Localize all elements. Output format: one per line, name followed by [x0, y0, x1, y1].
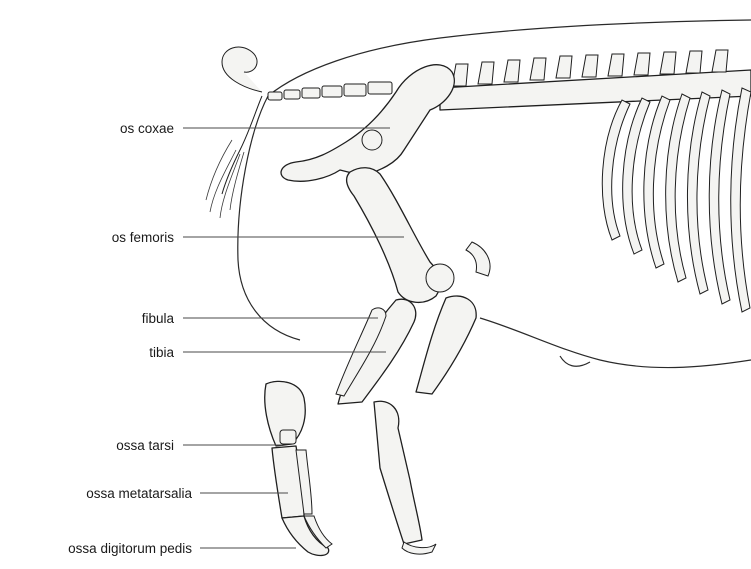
label-os-femoris: os femoris [112, 230, 175, 245]
ribs [602, 88, 751, 312]
os-coxae-bone [281, 65, 454, 182]
label-ossa-tarsi: ossa tarsi [116, 438, 174, 453]
label-os-coxae: os coxae [120, 121, 174, 136]
label-tibia: tibia [149, 345, 174, 360]
labels: os coxae os femoris fibula tibia ossa ta… [68, 121, 192, 556]
ossa-digitorum-pedis-bones [282, 516, 332, 555]
os-femoris-bone [347, 168, 491, 303]
ossa-metatarsalia-bones [272, 446, 312, 518]
label-fibula: fibula [142, 311, 175, 326]
caudal-vertebrae [268, 82, 392, 100]
ossa-tarsi-bones [265, 381, 306, 446]
label-ossa-metatarsalia: ossa metatarsalia [86, 486, 192, 501]
label-ossa-digitorum-pedis: ossa digitorum pedis [68, 541, 192, 556]
